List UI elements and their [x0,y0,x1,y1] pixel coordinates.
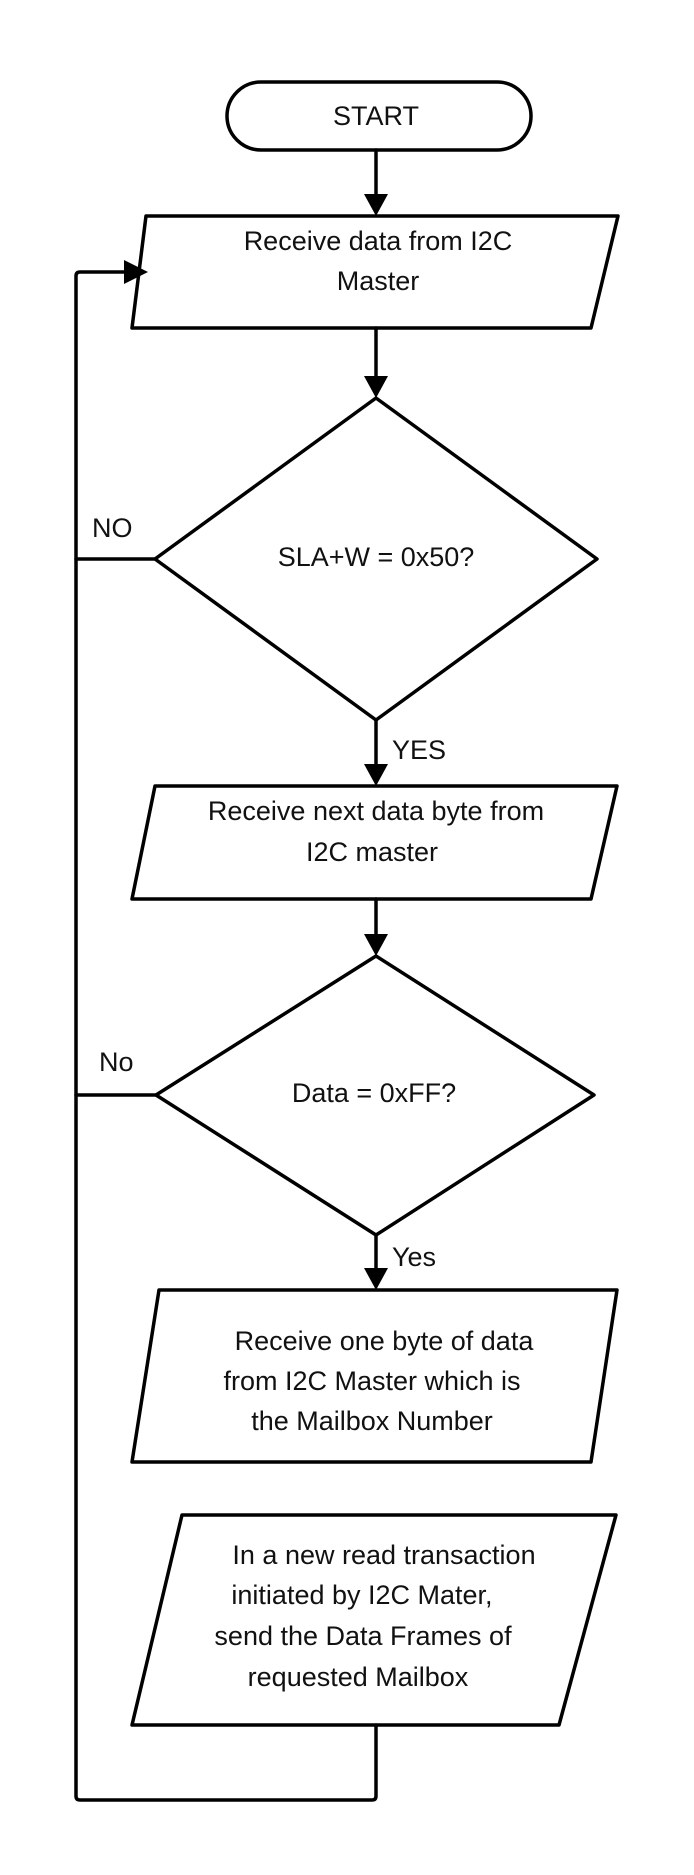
yes-label-lower: Yes [392,1242,436,1272]
no-label-upper: NO [92,513,133,543]
connector-decision-sla-yes [364,718,388,786]
receive-data-label-line2: Master [337,266,420,296]
send-frames-label-line1: In a new read transaction [232,1540,535,1570]
receive-data-node: Receive data from I2C Master [130,214,620,330]
receive-next-label-line1: Receive next data byte from [208,796,544,826]
decision-data-node: Data = 0xFF? [154,954,596,1237]
decision-data-label: Data = 0xFF? [292,1078,456,1108]
loop-back-connector [74,260,378,1802]
connector-receive-to-decision [364,326,388,398]
send-frames-label-line4: requested Mailbox [248,1662,469,1692]
send-frames-node: In a new read transaction initiated by I… [130,1513,618,1727]
receive-mailbox-label-line1: Receive one byte of data [235,1326,535,1356]
start-label: START [333,101,419,131]
receive-next-node: Receive next data byte from I2C master [130,784,619,901]
start-node: START [225,80,533,152]
receive-mailbox-node: Receive one byte of data from I2C Master… [130,1288,619,1464]
decision-sla-label: SLA+W = 0x50? [278,542,475,572]
receive-data-label-line1: Receive data from I2C [244,226,513,256]
connector-start-to-receive [364,148,388,216]
yes-label-upper: YES [392,735,446,765]
decision-sla-node: SLA+W = 0x50? [153,396,599,722]
no-label-lower: No [99,1047,134,1077]
receive-mailbox-label-line3: the Mailbox Number [251,1406,493,1436]
connector-decision-data-yes [364,1233,388,1290]
receive-mailbox-label-line2: from I2C Master which is [223,1366,520,1396]
send-frames-label-line3: send the Data Frames of [214,1621,512,1651]
connector-next-to-decision [364,897,388,956]
receive-next-label-line2: I2C master [306,837,438,867]
send-frames-label-line2: initiated by I2C Mater, [231,1580,492,1610]
